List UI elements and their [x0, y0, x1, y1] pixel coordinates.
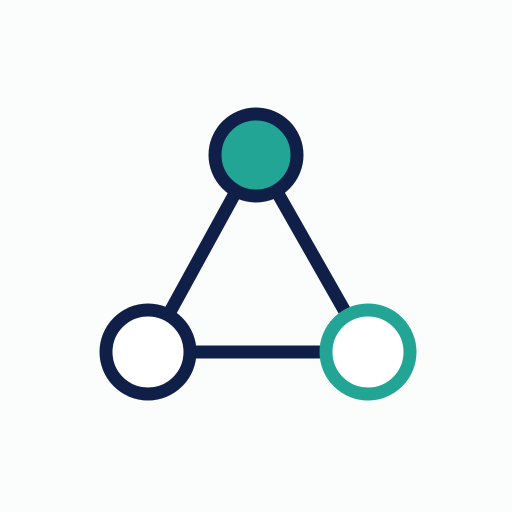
bottom-left-node	[99, 303, 197, 401]
top-node	[208, 107, 304, 203]
bottom-right-node	[319, 303, 417, 401]
